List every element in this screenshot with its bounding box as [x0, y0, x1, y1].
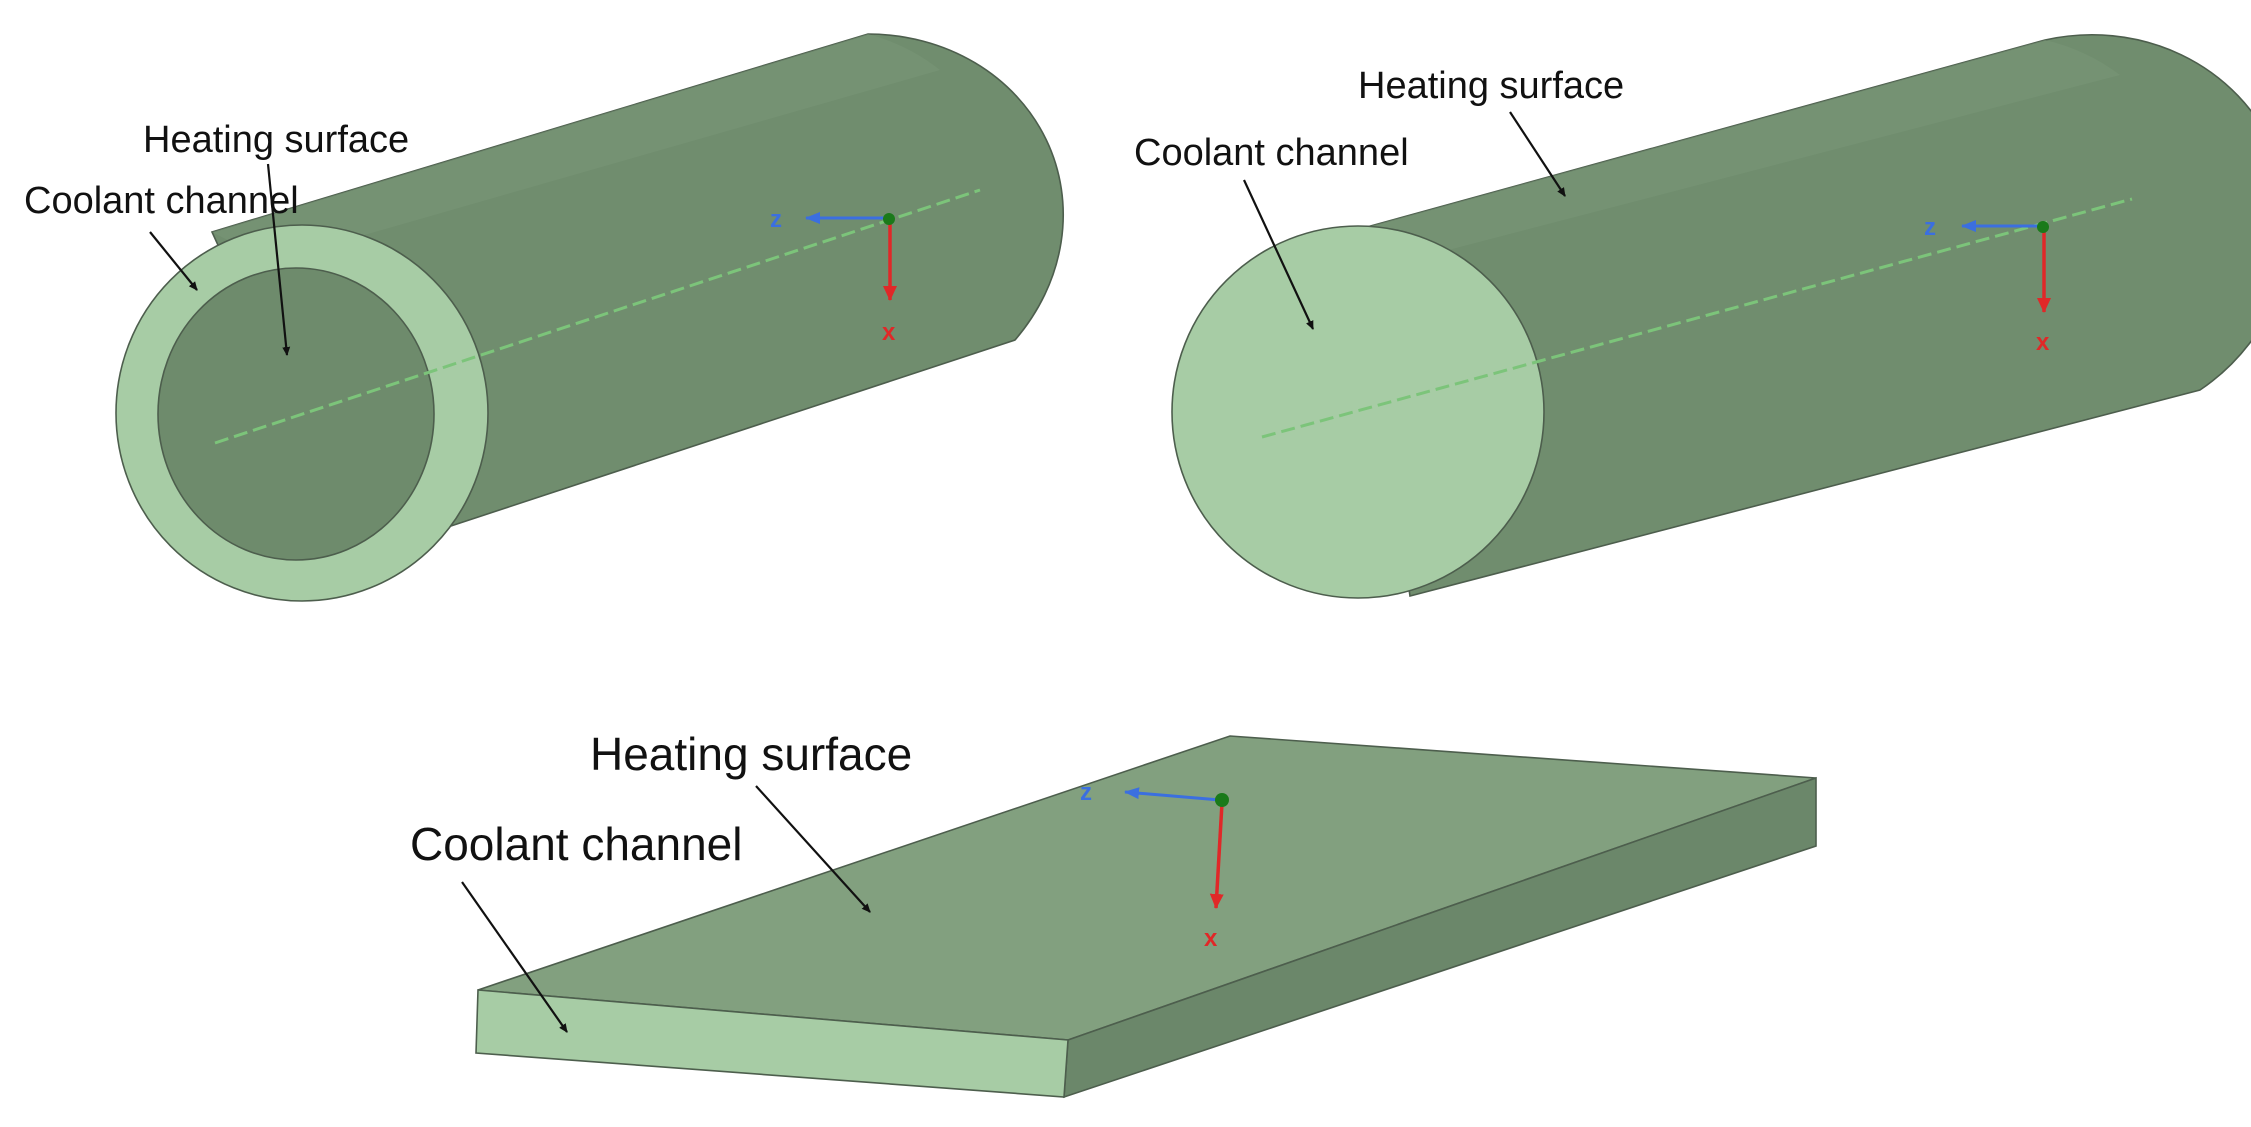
plate-coordinate-triad: z x	[1080, 779, 1229, 952]
plate-coolant-channel-label: Coolant channel	[410, 818, 742, 870]
rod-heating-surface-label: Heating surface	[1358, 65, 1624, 107]
tube-origin-dot	[883, 213, 895, 225]
tube-coordinate-triad: z x	[770, 206, 897, 346]
plate-heating-surface-label: Heating surface	[590, 728, 912, 780]
panel-annular-tube: z x Heating surface Coolant channel	[24, 33, 1064, 602]
plate-front-face	[475, 989, 1069, 1098]
tube-coolant-channel-label: Coolant channel	[24, 180, 299, 222]
rod-heating-surface-leader	[1509, 111, 1566, 197]
rod-axis-line	[1261, 197, 2133, 439]
tube-axis-z-label: z	[770, 206, 782, 233]
rod-coolant-channel-label: Coolant channel	[1134, 132, 1409, 174]
tube-heating-surface-leader	[266, 163, 291, 356]
rod-origin-dot	[2037, 221, 2049, 233]
tube-inner-bore	[157, 267, 435, 561]
tube-top-highlight	[212, 34, 940, 262]
rod-top-highlight	[1356, 40, 2120, 260]
rod-axis-x-label: x	[2036, 329, 2050, 356]
tube-axis-line	[214, 188, 981, 445]
tube-heating-surface-label: Heating surface	[143, 119, 409, 161]
panel-circular-rod: z x Heating surface Coolant channel	[1134, 33, 2251, 599]
plate-origin-dot	[1215, 793, 1229, 807]
rod-coolant-channel-leader	[1243, 179, 1314, 330]
rod-axis-z-label: z	[1924, 214, 1936, 241]
plate-coolant-channel-leader	[461, 881, 568, 1033]
rod-front-face	[1171, 225, 1545, 599]
plate-axis-x-label: x	[1204, 925, 1218, 952]
rod-coordinate-triad: z x	[1924, 214, 2051, 356]
tube-axis-x-label: x	[882, 319, 896, 346]
tube-coolant-channel-leader	[149, 231, 198, 291]
plate-heating-surface-leader	[755, 785, 871, 913]
panel-flat-plate: z x Heating surface Coolant channel	[410, 728, 1817, 1099]
plate-axis-z-label: z	[1080, 779, 1092, 806]
